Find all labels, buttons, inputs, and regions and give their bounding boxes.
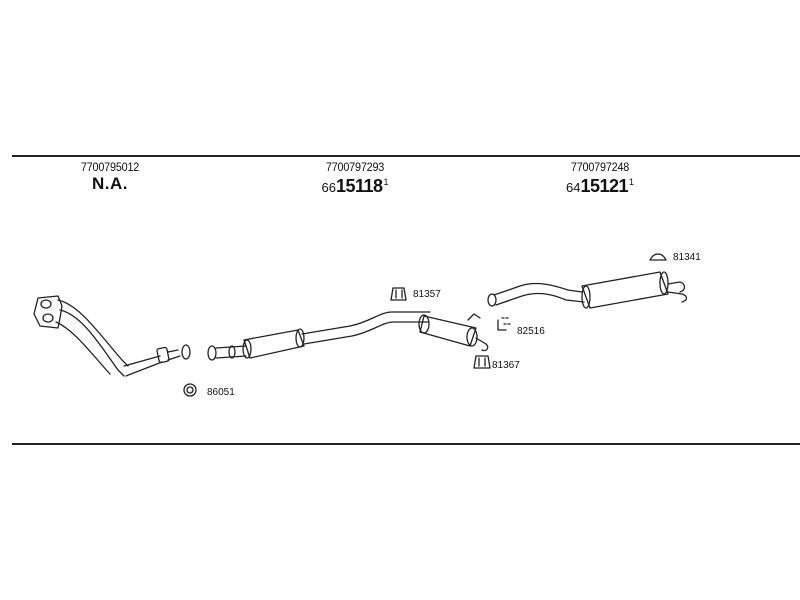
mount-81357-icon: [390, 287, 407, 301]
code-prefix: 66: [321, 180, 336, 195]
code-superscript: 1: [629, 177, 635, 187]
gasket-86051-icon: [183, 383, 197, 397]
middle-silencer-drawing: [207, 311, 489, 361]
top-divider: [12, 155, 800, 157]
callout-label-86051: 86051: [207, 387, 235, 398]
callout-label-81341: 81341: [673, 252, 701, 263]
section-code: 64151211: [500, 176, 700, 197]
bottom-divider: [12, 443, 800, 445]
section-rear-silencer: 7700797248 64151211: [500, 160, 700, 197]
section-code: N.A.: [92, 174, 128, 193]
part-number: 7700797248: [570, 160, 630, 174]
hanger-81341-icon: [649, 253, 667, 261]
code-main: 15121: [580, 176, 628, 196]
code-superscript: 1: [383, 177, 389, 187]
section-middle-silencer: 7700797293 66151181: [255, 160, 455, 197]
part-number: 7700797293: [325, 160, 385, 174]
clamp-82516-icon: [497, 317, 511, 331]
code-prefix: 64: [565, 180, 581, 195]
callout-label-81357: 81357: [413, 289, 441, 300]
front-pipe-drawing: [33, 295, 191, 377]
code-main: 15118: [335, 176, 383, 196]
callout-label-82516: 82516: [517, 326, 545, 337]
section-front-pipe: 7700795012 N.A.: [10, 160, 210, 194]
part-number: 7700795012: [80, 160, 140, 174]
section-code: 66151181: [255, 176, 455, 197]
mount-81367-icon: [473, 355, 491, 369]
callout-label-81367: 81367: [492, 360, 520, 371]
rear-silencer-drawing: [487, 271, 688, 309]
